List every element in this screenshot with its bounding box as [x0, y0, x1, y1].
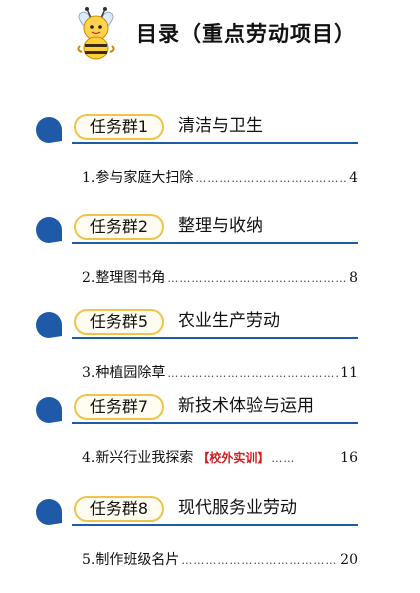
toc-entry-label: 4.新兴行业我探索	[82, 450, 194, 466]
task-group-tag: 任务群5	[74, 309, 164, 335]
task-group-name: 新技术体验与运用	[178, 396, 314, 416]
task-group-name: 农业生产劳动	[178, 311, 280, 331]
group-underline	[72, 524, 358, 526]
toc-leader-dots: ………………………………………………	[181, 554, 338, 567]
toc-entry[interactable]: 1.参与家庭大扫除 ……………………………………………… 4	[82, 167, 358, 189]
toc-page-number: 20	[340, 552, 358, 568]
task-group-7: 任务群7 新技术体验与运用 4.新兴行业我探索 【校外实训】 …… 16	[0, 394, 420, 485]
task-group-tag: 任务群8	[74, 496, 164, 522]
blue-drop-icon	[36, 312, 62, 338]
toc-entry-label: 3.种植园除草	[82, 365, 166, 381]
toc-leader-dots: ………………………………………………	[195, 172, 348, 185]
toc-entry-label: 2.整理图书角	[82, 270, 166, 286]
group-underline	[72, 142, 358, 144]
toc-entry[interactable]: 5.制作班级名片 ……………………………………………… 20	[82, 549, 358, 571]
toc-leader-dots: ………………………………………………………	[167, 272, 348, 285]
toc-entry[interactable]: 4.新兴行业我探索 【校外实训】 …… 16	[82, 447, 358, 469]
task-group-name: 整理与收纳	[178, 216, 263, 236]
bee-icon	[77, 7, 115, 60]
toc-entry[interactable]: 2.整理图书角 ……………………………………………………… 8	[82, 267, 358, 289]
group-underline	[72, 337, 358, 339]
toc-page-number: 8	[349, 270, 358, 286]
toc-entry-label: 5.制作班级名片	[82, 552, 180, 568]
offsite-training-badge: 【校外实训】	[197, 451, 270, 465]
toc-page-number: 16	[340, 450, 358, 466]
task-group-name: 清洁与卫生	[178, 116, 263, 136]
blue-drop-icon	[36, 397, 62, 423]
task-group-tag: 任务群7	[74, 394, 164, 420]
blue-drop-icon	[36, 499, 62, 525]
task-group-2: 任务群2 整理与收纳 2.整理图书角 …………………………………………………………	[0, 214, 420, 305]
task-group-tag: 任务群1	[74, 114, 164, 140]
toc-leader-dots: ………………………………………………	[167, 367, 338, 380]
toc-leader-dots: ……	[271, 452, 296, 465]
task-group-1: 任务群1 清洁与卫生 1.参与家庭大扫除 ……………………………………………… …	[0, 114, 420, 205]
toc-page-number: 11	[340, 365, 358, 381]
group-underline	[72, 242, 358, 244]
toc-entry[interactable]: 3.种植园除草 ……………………………………………… 11	[82, 362, 358, 384]
task-group-name: 现代服务业劳动	[178, 498, 297, 518]
group-underline	[72, 422, 358, 424]
task-group-tag: 任务群2	[74, 214, 164, 240]
toc-page-number: 4	[349, 170, 358, 186]
page-header: 目录（重点劳动项目）	[0, 0, 420, 70]
toc-entry-label: 1.参与家庭大扫除	[82, 170, 194, 186]
blue-drop-icon	[36, 117, 62, 143]
task-group-5: 任务群5 农业生产劳动 3.种植园除草 ……………………………………………… 1…	[0, 309, 420, 400]
blue-drop-icon	[36, 217, 62, 243]
task-group-8: 任务群8 现代服务业劳动 5.制作班级名片 …………………………………………………	[0, 496, 420, 587]
page-title: 目录（重点劳动项目）	[136, 22, 356, 46]
